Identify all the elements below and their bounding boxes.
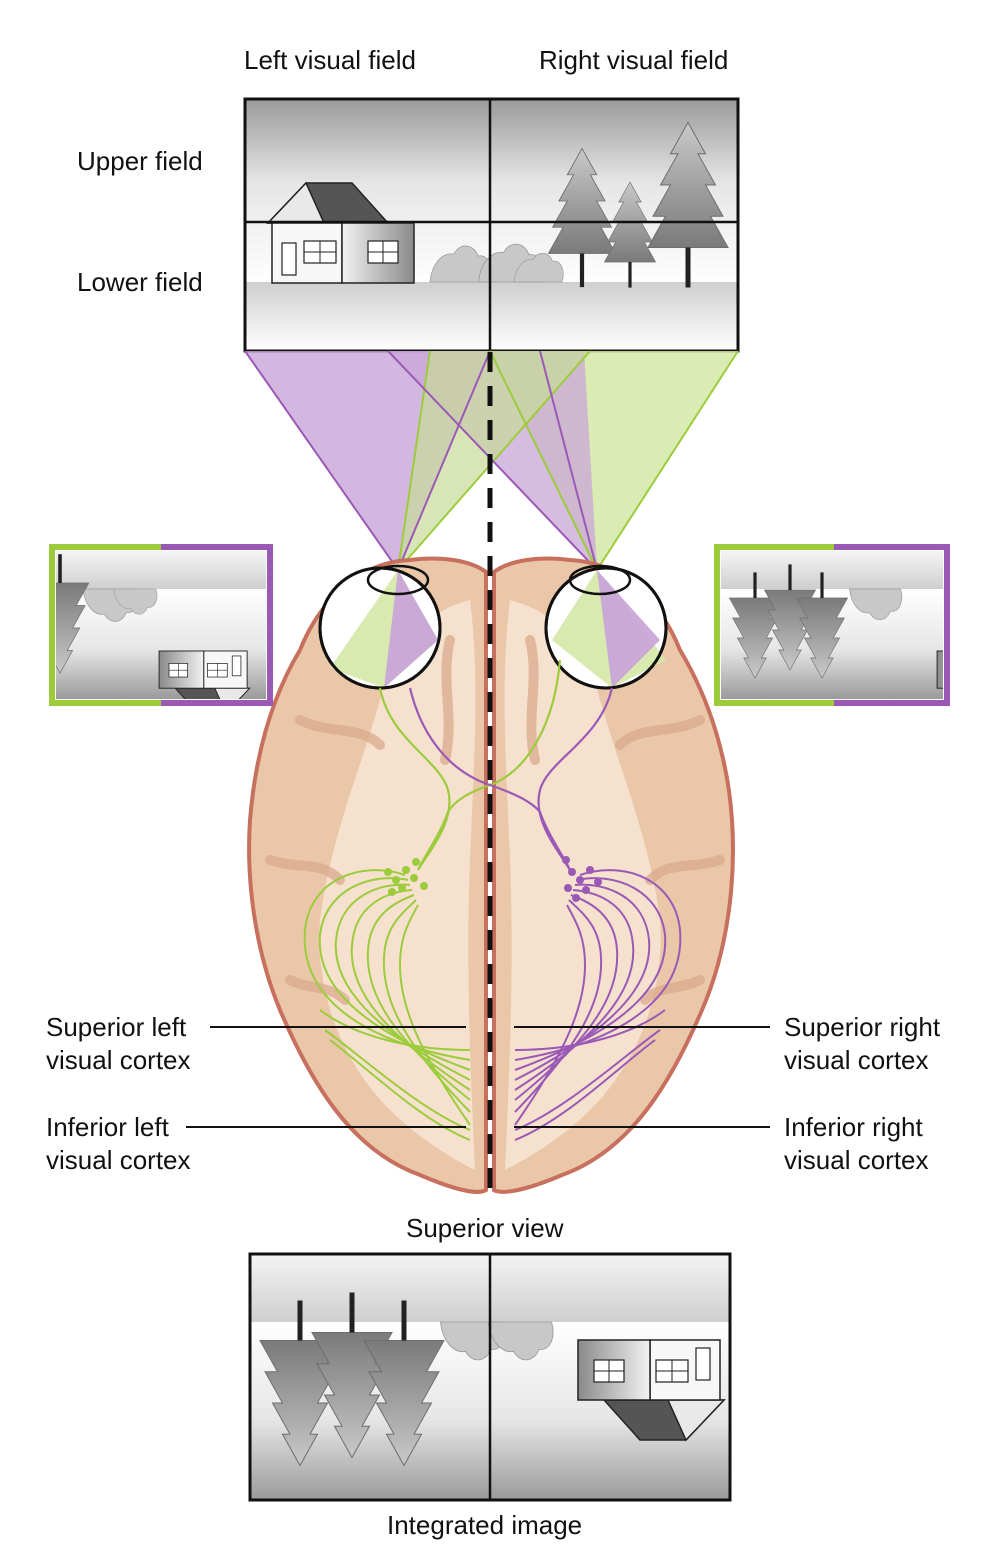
superior-right-cortex-label-line2: visual cortex	[784, 1045, 929, 1075]
optic-pathways	[303, 659, 682, 1141]
superior-view-caption: Superior view	[406, 1213, 564, 1243]
superior-right-cortex-label-line1: Superior right	[784, 1012, 941, 1042]
lower-field-label: Lower field	[77, 267, 203, 297]
inferior-left-cortex-label-line2: visual cortex	[46, 1145, 191, 1175]
visual-field-panel	[245, 99, 738, 351]
integrated-image-caption: Integrated image	[387, 1510, 583, 1540]
right-eye	[544, 564, 668, 690]
left-eye	[318, 564, 442, 690]
left-visual-field-label: Left visual field	[244, 45, 416, 75]
inferior-left-cortex-label-line1: Inferior left	[46, 1112, 169, 1142]
right-visual-field-label: Right visual field	[539, 45, 729, 75]
superior-left-cortex-label-line1: Superior left	[46, 1012, 187, 1042]
superior-left-cortex-label-line2: visual cortex	[46, 1045, 191, 1075]
inferior-right-cortex-label-line1: Inferior right	[784, 1112, 923, 1142]
leader-lines	[186, 1026, 770, 1128]
inferior-right-cortex-label-line2: visual cortex	[784, 1145, 929, 1175]
integrated-image-panel	[248, 1252, 732, 1502]
left-eye-image-panel	[49, 544, 273, 706]
upper-field-label: Upper field	[77, 146, 203, 176]
right-eye-image-panel	[714, 544, 950, 706]
